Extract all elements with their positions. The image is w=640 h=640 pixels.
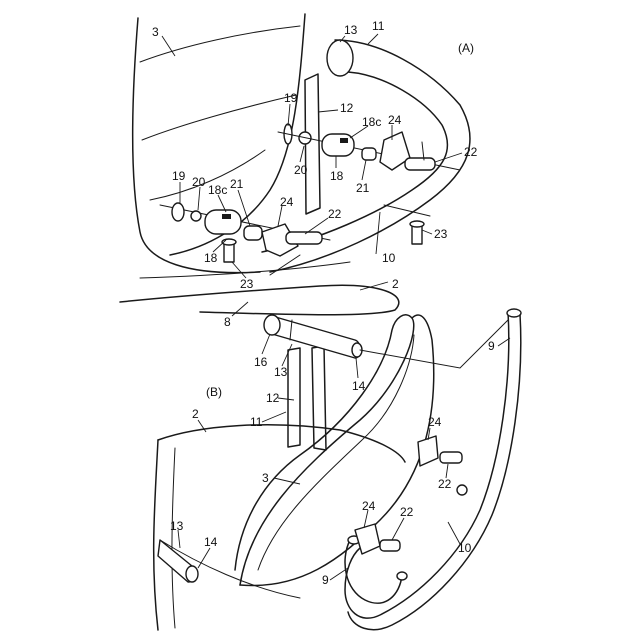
panel-a-label: (A) — [458, 41, 474, 55]
label-24-right-b: 24 — [428, 415, 442, 429]
pin-22-left — [286, 232, 322, 244]
label-12-a: 12 — [340, 101, 354, 115]
spacer-21-left — [244, 226, 262, 240]
label-8: 8 — [224, 315, 231, 329]
seat-cushion-front-b — [154, 440, 158, 630]
label-10-b: 10 — [458, 541, 472, 555]
tube-end-top-b — [507, 309, 521, 317]
label-13-a: 13 — [344, 23, 358, 37]
label-18-top: 18 — [330, 169, 344, 183]
label-19-top: 19 — [284, 91, 298, 105]
tube-cap-13-a — [327, 40, 353, 76]
label-13-b: 13 — [274, 365, 288, 379]
seat-cushion-crease-a — [140, 262, 350, 278]
label-13-low-b: 13 — [170, 519, 184, 533]
label-24-top: 24 — [388, 113, 402, 127]
pin-22-low-b — [380, 540, 400, 551]
tube-end-rear-b — [397, 572, 407, 580]
label-18c-top: 18c — [362, 115, 381, 129]
bolt-23-right-head — [410, 221, 424, 227]
label-14-b: 14 — [352, 379, 366, 393]
bracket-18c-slot-top — [340, 138, 348, 143]
label-9-low-b: 9 — [322, 573, 329, 587]
label-23-left: 23 — [240, 277, 254, 291]
washer-20-left — [191, 211, 201, 221]
label-21-left: 21 — [230, 177, 244, 191]
clip-24-right-b — [418, 436, 438, 466]
roller-16-end — [264, 315, 280, 335]
label-20-top: 20 — [294, 163, 308, 177]
spacer-21-top — [362, 148, 376, 160]
label-24-low-b: 24 — [362, 499, 376, 513]
label-14-low-b: 14 — [204, 535, 218, 549]
bracket-18-left — [205, 210, 241, 234]
label-22-low-b: 22 — [400, 505, 414, 519]
label-20-left: 20 — [192, 175, 206, 189]
pin-22-top — [405, 158, 435, 170]
label-16-b: 16 — [254, 355, 268, 369]
bracket-18-top — [322, 134, 354, 156]
label-22-mid: 22 — [328, 207, 342, 221]
seat-back-outline-a — [133, 18, 260, 273]
label-11-b: 11 — [250, 415, 263, 429]
label-19-left: 19 — [172, 169, 186, 183]
seat-back-contour-1 — [140, 26, 300, 62]
pin-22-right-b — [440, 452, 462, 463]
label-18c-left: 18c — [208, 183, 227, 197]
label-18-left: 18 — [204, 251, 218, 265]
label-22-right-b: 22 — [438, 477, 452, 491]
label-3-b: 3 — [262, 471, 269, 485]
bracket-18c-slot-left — [222, 214, 231, 219]
panel-b-figure — [154, 309, 521, 630]
label-3-a: 3 — [152, 25, 159, 39]
label-9-top-b: 9 — [488, 339, 495, 353]
label-10-a: 10 — [382, 251, 396, 265]
seat-cushion-a — [120, 285, 399, 315]
label-24-mid: 24 — [280, 195, 294, 209]
tube-9-10-inner — [348, 314, 521, 630]
cap-14-low-b — [186, 566, 198, 582]
washer-19-left — [172, 203, 184, 221]
seat-back-contour-2 — [142, 95, 296, 140]
label-2-b: 2 — [192, 407, 199, 421]
label-12-b: 12 — [266, 391, 280, 405]
tube-9-10-outer — [345, 312, 509, 618]
label-22-top: 22 — [464, 145, 478, 159]
label-2-a: 2 — [392, 277, 399, 291]
tube-end-right-b — [457, 485, 467, 495]
roller-16 — [267, 316, 361, 358]
stay-12-b — [288, 346, 326, 450]
label-23-right: 23 — [434, 227, 448, 241]
seat-cushion-b — [158, 425, 405, 462]
panel-b-label: (B) — [206, 385, 222, 399]
label-21-top: 21 — [356, 181, 370, 195]
label-11-a: 11 — [372, 19, 385, 33]
seat-cushion-lines-b — [160, 448, 300, 628]
